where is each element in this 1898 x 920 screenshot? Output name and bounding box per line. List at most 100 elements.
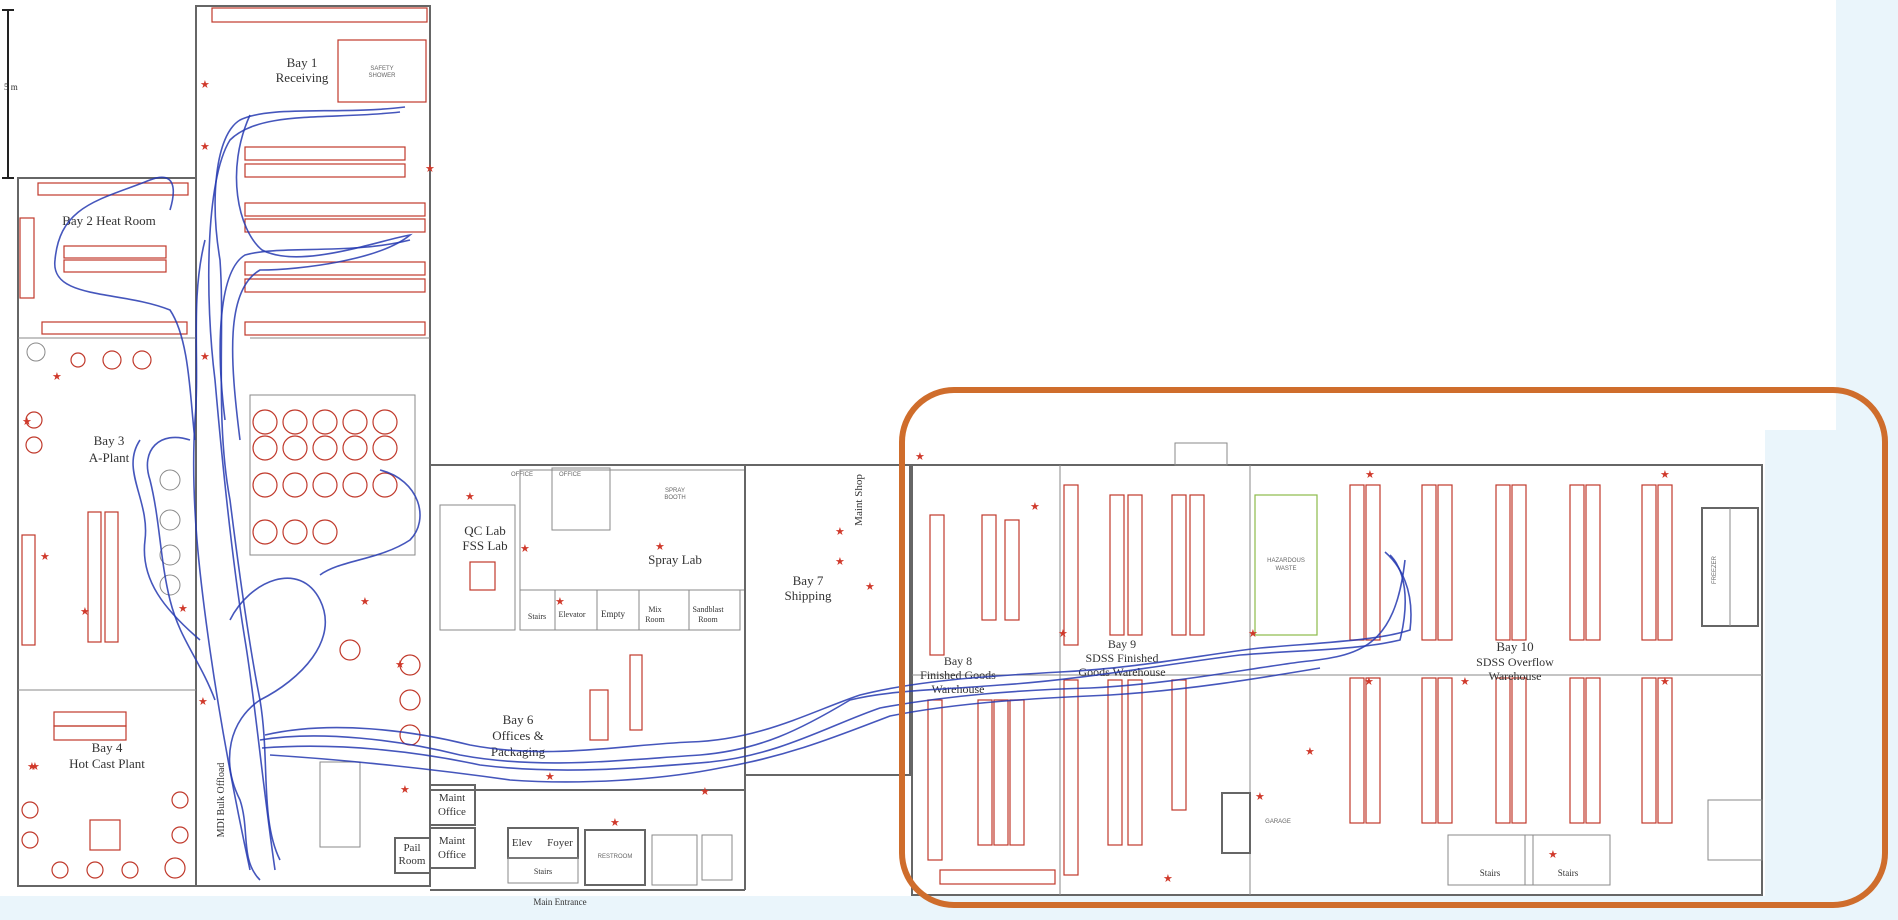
bay9-label-line2: SDSS Finished: [1085, 651, 1158, 665]
rack-bay10-lower-4a: [1641, 677, 1657, 824]
rack-bay10-lower-4b: [1657, 677, 1673, 824]
star-marker: ★: [40, 550, 50, 563]
trajectory-10: [228, 577, 326, 881]
trajectory-14: [132, 439, 201, 641]
rack-bottom-bay8: [939, 869, 1056, 885]
star-marker: ★: [200, 78, 210, 91]
bay8-label-line3: Warehouse: [931, 682, 984, 696]
bay1-label-line1: Bay 1: [287, 55, 318, 70]
rack-upper-6: [1171, 494, 1187, 636]
star-marker: ★: [198, 695, 208, 708]
star-marker: ★: [545, 770, 555, 783]
pail-room-line2: Room: [399, 855, 426, 867]
rack-bay10-lower-3a: [1569, 677, 1585, 824]
stairs-right-1-label: Stairs: [1480, 868, 1501, 878]
maint-office-2-line2: Office: [438, 849, 466, 861]
stairs-mid-label: Stairs: [528, 612, 546, 621]
bay6-label-line1: Bay 6: [503, 712, 534, 727]
scale-bar: 5 m: [2, 9, 18, 179]
safety-shower-line1: SAFETY: [370, 66, 393, 72]
bay-labels: Bay 1 Receiving Bay 2 Heat Room Bay 3 A-…: [62, 55, 1554, 771]
star-marker: ★: [700, 785, 710, 798]
location-markers: ★★★★★★★★★★★★★★★★★★★★★★★★★★★★★★★★★★★★★★: [22, 78, 1670, 885]
rack-upper-4: [1109, 494, 1125, 636]
bay8-label-line2: Finished Goods: [920, 668, 996, 682]
bay6-label-line2: Offices &: [492, 728, 543, 743]
star-marker: ★: [555, 595, 565, 608]
rack-lower-2: [993, 699, 1009, 846]
bay10-label-line2: SDSS Overflow: [1476, 655, 1554, 669]
trajectory-6: [259, 554, 1406, 764]
freezer-label: FREEZER: [1712, 555, 1718, 584]
star-marker: ★: [1364, 675, 1374, 688]
star-marker: ★: [22, 415, 32, 428]
star-marker: ★: [1460, 675, 1470, 688]
bay3-label-line1: Bay 3: [94, 433, 125, 448]
rack-bay10-upper-2a: [1495, 484, 1511, 641]
trajectory-4: [54, 176, 196, 441]
rack-bay10-upper-4a: [1641, 484, 1657, 641]
rack-upper-2: [1004, 519, 1020, 621]
rack-upper-3: [1063, 484, 1079, 646]
rack-bay10-lower-1b: [1437, 677, 1453, 824]
tanks: [21, 342, 421, 879]
star-marker: ★: [1030, 500, 1040, 513]
rack-lower-5: [1107, 679, 1123, 846]
bay4-label-line1: Bay 4: [92, 740, 123, 755]
bay1-label-line2: Receiving: [276, 70, 329, 85]
rack-lower-6: [1127, 679, 1143, 846]
racks-right: [927, 484, 1673, 885]
star-marker: ★: [1255, 790, 1265, 803]
map-sheet-lower: [0, 430, 1765, 896]
rack-bay10-upper-2b: [1511, 484, 1527, 641]
movement-trajectories: [54, 106, 1412, 881]
map-sheet-upper: [0, 0, 1836, 430]
spray-booth-label-line2: BOOTH: [664, 495, 685, 501]
star-marker: ★: [915, 450, 925, 463]
star-marker: ★: [1548, 848, 1558, 861]
rack-bay10-upper-1a: [1421, 484, 1437, 641]
star-marker: ★: [1248, 627, 1258, 640]
hazardous-waste-line2: WASTE: [1275, 566, 1296, 572]
sandblast-label-line2: Room: [698, 615, 718, 624]
trajectory-9: [269, 667, 1321, 783]
qc-lab-label-line1: QC Lab: [464, 523, 506, 538]
rack-upper-7: [1189, 494, 1205, 636]
star-marker: ★: [835, 555, 845, 568]
star-marker: ★: [835, 525, 845, 538]
mix-room-label-line2: Room: [645, 615, 665, 624]
office-1-label: OFFICE: [511, 472, 533, 478]
bay7-label-line1: Bay 7: [793, 573, 824, 588]
hazardous-waste-area: [1254, 494, 1318, 636]
spray-booth-label-line1: SPRAY: [665, 488, 685, 494]
star-marker: ★: [610, 816, 620, 829]
highlight-region: [899, 387, 1888, 908]
rack-bay10-lower-1a: [1421, 677, 1437, 824]
star-marker: ★: [1660, 675, 1670, 688]
right-special-areas: [1174, 442, 1759, 854]
foyer-label: Foyer: [547, 837, 573, 849]
bay2-label: Bay 2 Heat Room: [62, 213, 156, 228]
maint-shop-label: Maint Shop: [853, 474, 865, 526]
star-marker: ★: [1305, 745, 1315, 758]
star-marker: ★: [1365, 468, 1375, 481]
rack-bay10-lower-2a: [1495, 677, 1511, 824]
scale-bar-label: 5 m: [4, 82, 18, 92]
star-marker: ★: [1058, 627, 1068, 640]
main-entrance-label: Main Entrance: [533, 897, 586, 907]
star-marker: ★: [80, 605, 90, 618]
mdi-bulk-label: MDI Bulk Offload: [216, 763, 227, 838]
rack-bay10-upper-3b: [1585, 484, 1601, 641]
bay7-label-line2: Shipping: [785, 588, 832, 603]
rack-bay10-lower-3b: [1585, 677, 1601, 824]
stairs-foyer-label: Stairs: [534, 867, 552, 876]
trajectory-3: [231, 114, 413, 441]
elev-label: Elev: [512, 837, 533, 849]
rack-upper-5: [1127, 494, 1143, 636]
trajectory-7: [264, 551, 1412, 753]
trajectory-13: [219, 239, 411, 421]
safety-shower-line2: SHOWER: [369, 73, 397, 79]
empty-label: Empty: [601, 609, 625, 619]
maint-office-2-line1: Maint: [439, 835, 465, 847]
